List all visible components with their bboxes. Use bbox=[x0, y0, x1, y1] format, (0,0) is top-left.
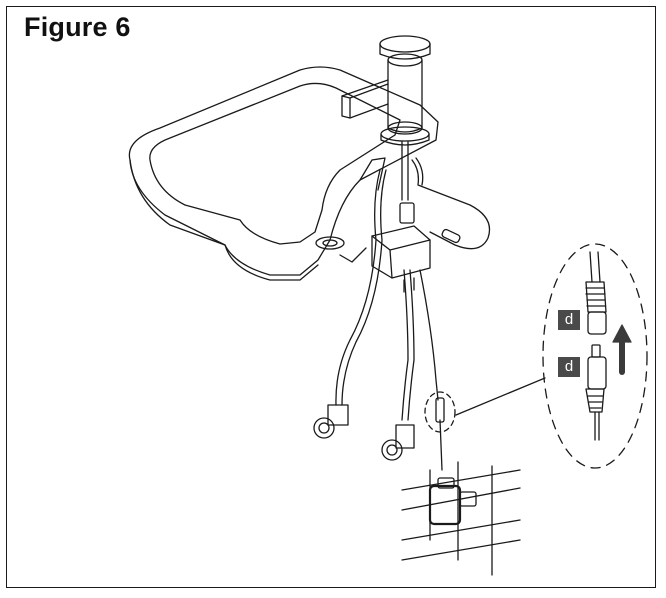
connector-label-lower: d bbox=[558, 357, 580, 377]
supply-hoses bbox=[335, 141, 491, 471]
angle-valve-right bbox=[381, 424, 415, 461]
cable-connector bbox=[424, 377, 546, 433]
connector-label-upper: d bbox=[558, 310, 580, 330]
washbasin bbox=[128, 66, 439, 281]
figure-title: Figure 6 bbox=[24, 12, 131, 42]
battery-pack bbox=[401, 461, 521, 576]
figure-frame bbox=[6, 6, 656, 588]
connector-detail-callout bbox=[542, 243, 648, 469]
faucet bbox=[341, 35, 431, 146]
angle-valve-left bbox=[313, 404, 349, 439]
control-box bbox=[371, 202, 431, 293]
